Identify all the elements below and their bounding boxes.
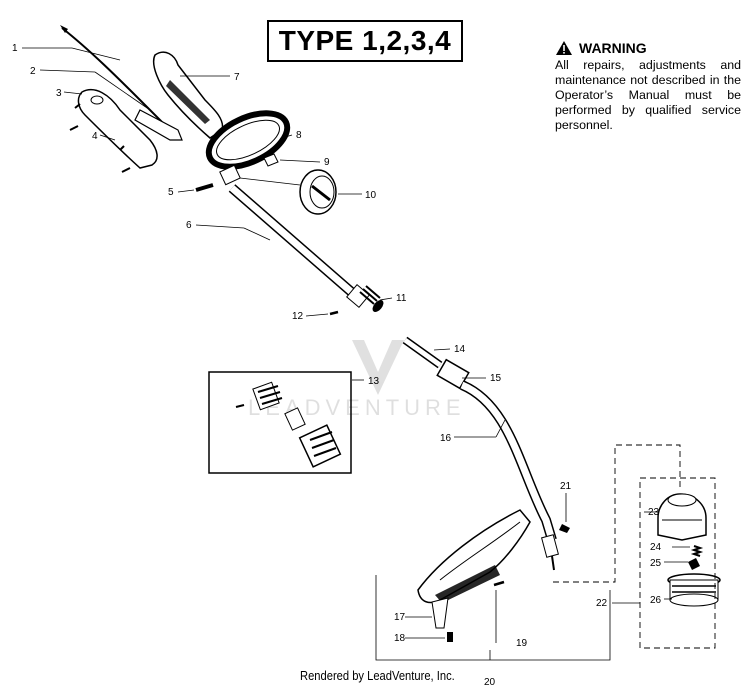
bolt [195, 183, 214, 192]
trimmer-spool [667, 573, 721, 607]
throttle-cable [61, 27, 171, 131]
screw-19 [493, 580, 505, 587]
warning-title: WARNING [579, 39, 647, 56]
footer-credit: Rendered by LeadVenture, Inc. [300, 668, 455, 683]
screws-4 [69, 103, 131, 173]
callout-25: 25 [650, 558, 662, 569]
callout-15: 15 [490, 373, 502, 384]
assembly-dashed-lines [553, 444, 716, 649]
grass-guard [417, 509, 531, 604]
handle-housing-left [77, 89, 158, 169]
callout-9: 9 [324, 157, 330, 168]
callout-18: 18 [394, 633, 406, 644]
coupler-kit-parts [235, 381, 342, 468]
callout-4: 4 [92, 131, 98, 142]
eyelet [688, 558, 700, 570]
deflector [431, 597, 449, 629]
callout-21: 21 [560, 481, 572, 492]
callout-7: 7 [234, 72, 240, 83]
callout-26: 26 [650, 595, 662, 606]
throttle-trigger [134, 109, 183, 141]
lower-coupling [436, 358, 470, 390]
type-label: TYPE 1,2,3,4 [267, 20, 463, 62]
callout-11: 11 [396, 293, 407, 304]
shaft-coupler [346, 284, 384, 312]
callout-5: 5 [168, 187, 174, 198]
callout-19: 19 [516, 638, 528, 649]
callout-24: 24 [650, 542, 662, 553]
clip-18 [447, 632, 453, 642]
warning-text: All repairs, adjustments and maintenance… [555, 58, 741, 132]
callout-16: 16 [440, 433, 452, 444]
callout-17: 17 [394, 612, 406, 623]
watermark: LEADVENTURE [248, 340, 466, 420]
callout-22: 22 [596, 598, 608, 609]
callout-3: 3 [56, 88, 62, 99]
callout-8: 8 [296, 130, 302, 141]
trimmer-head-cover [657, 493, 707, 541]
loop-handle [205, 110, 291, 170]
spring [690, 545, 704, 557]
callout-1: 1 [12, 43, 18, 54]
warning-notice: WARNING All repairs, adjustments and mai… [555, 40, 741, 133]
callout-23: 23 [648, 507, 660, 518]
callout-14: 14 [454, 344, 466, 355]
watermark-text: LEADVENTURE [248, 395, 466, 420]
callout-20: 20 [484, 677, 496, 688]
leader-lines [22, 47, 690, 661]
knob [263, 153, 279, 167]
callout-12: 12 [292, 311, 304, 322]
callout-labels: 1 2 3 4 5 6 7 8 9 10 11 12 13 14 15 16 1… [12, 43, 662, 688]
coupler-kit-box [208, 371, 352, 474]
callout-13: 13 [368, 376, 380, 387]
bolt-21 [559, 524, 570, 533]
callout-6: 6 [186, 220, 192, 231]
warning-triangle-icon [556, 41, 572, 55]
callout-10: 10 [365, 190, 377, 201]
callout-2: 2 [30, 66, 36, 77]
screw-12 [329, 310, 339, 316]
